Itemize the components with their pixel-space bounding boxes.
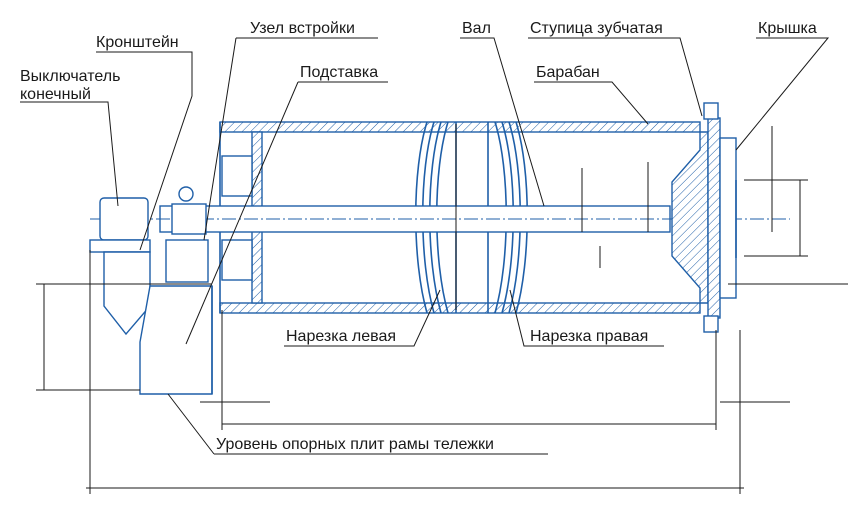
label-kryshka: Крышка <box>758 20 817 37</box>
label-konechnyy: конечный <box>20 86 91 103</box>
dimension-lines <box>36 124 848 494</box>
label-val: Вал <box>462 20 491 37</box>
label-kronshtein: Кронштейн <box>96 34 179 51</box>
label-narezka-levaya: Нарезка левая <box>286 328 397 345</box>
leader-lines <box>20 37 830 455</box>
label-podstavka: Подставка <box>300 64 379 81</box>
label-uroven-plit: Уровень опорных плит рамы тележки <box>216 436 494 453</box>
label-vyklyuchatel: Выключатель <box>20 68 121 85</box>
label-narezka-pravaya: Нарезка правая <box>530 328 649 345</box>
label-uzel-vstroyki: Узел встройки <box>250 20 355 37</box>
gear-hub <box>671 102 737 333</box>
shaft <box>90 205 790 233</box>
label-stupica: Ступица зубчатая <box>530 20 663 37</box>
label-baraban: Барабан <box>536 64 600 81</box>
limit-switch-assembly <box>89 186 213 395</box>
